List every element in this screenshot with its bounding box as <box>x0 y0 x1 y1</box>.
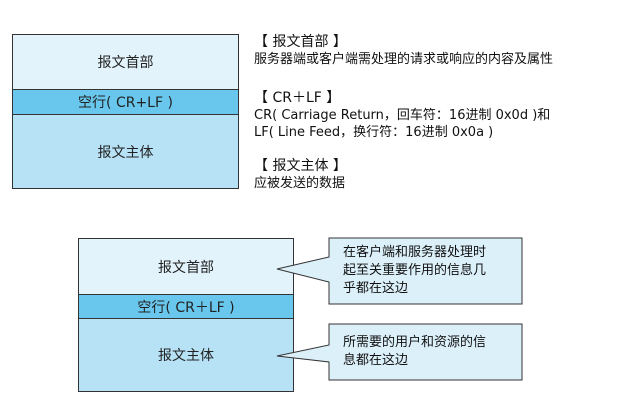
body-callout-line-1: 所需要的用户和资源的信 <box>343 335 487 350</box>
bottom-blank-line-label: 空行( CR＋LF ) <box>137 299 235 316</box>
bottom-header-section: 报文首部 <box>79 239 293 294</box>
legend-crlf-desc-1: CR( Carriage Return，回车符：16进制 0x0d )和 <box>254 108 551 123</box>
header-callout-line-3: 乎都在这边 <box>343 281 409 296</box>
top-header-section: 报文首部 <box>13 35 238 89</box>
legend-crlf-desc-2: LF( Line Feed，换行符：16进制 0x0a ) <box>254 125 494 140</box>
top-blank-line-section: 空行( CR+LF ) <box>13 89 238 115</box>
body-callout-line-2: 息都在这边 <box>343 353 409 368</box>
top-header-label: 报文首部 <box>97 55 154 71</box>
legend-body-title: 【 报文主体 】 <box>254 158 347 174</box>
bottom-message-diagram: 报文首部 空行( CR＋LF ) 报文主体 <box>78 238 294 392</box>
body-callout-bubble <box>276 323 523 381</box>
top-blank-line-label: 空行( CR+LF ) <box>78 95 173 111</box>
legend-header-desc: 服务器端或客户端需处理的请求或响应的内容及属性 <box>254 52 554 67</box>
bottom-header-label: 报文首部 <box>158 259 214 276</box>
header-callout-text: 在客户端和服务器处理时 起至关重要作用的信息几 乎都在这边 <box>343 244 518 298</box>
bottom-blank-line-section: 空行( CR＋LF ) <box>79 294 293 319</box>
legend-header: 【 报文首部 】 服务器端或客户端需处理的请求或响应的内容及属性 <box>254 34 624 68</box>
legend-header-title: 【 报文首部 】 <box>254 34 347 50</box>
bottom-body-section: 报文主体 <box>79 319 293 391</box>
header-callout-line-1: 在客户端和服务器处理时 <box>343 245 487 260</box>
top-body-section: 报文主体 <box>13 115 238 188</box>
top-message-diagram: 报文首部 空行( CR+LF ) 报文主体 <box>12 34 239 189</box>
legend-body-desc: 应被发送的数据 <box>254 176 346 191</box>
bottom-body-label: 报文主体 <box>158 348 214 364</box>
header-callout-bubble <box>276 237 523 305</box>
body-callout-text: 所需要的用户和资源的信 息都在这边 <box>343 334 518 370</box>
legend-body: 【 报文主体 】 应被发送的数据 <box>254 158 624 192</box>
top-body-label: 报文主体 <box>97 144 154 161</box>
legend-crlf-title: 【 CR＋LF 】 <box>254 90 341 106</box>
header-callout-line-2: 起至关重要作用的信息几 <box>343 263 487 278</box>
legend-crlf: 【 CR＋LF 】 CR( Carriage Return，回车符：16进制 0… <box>254 90 624 141</box>
